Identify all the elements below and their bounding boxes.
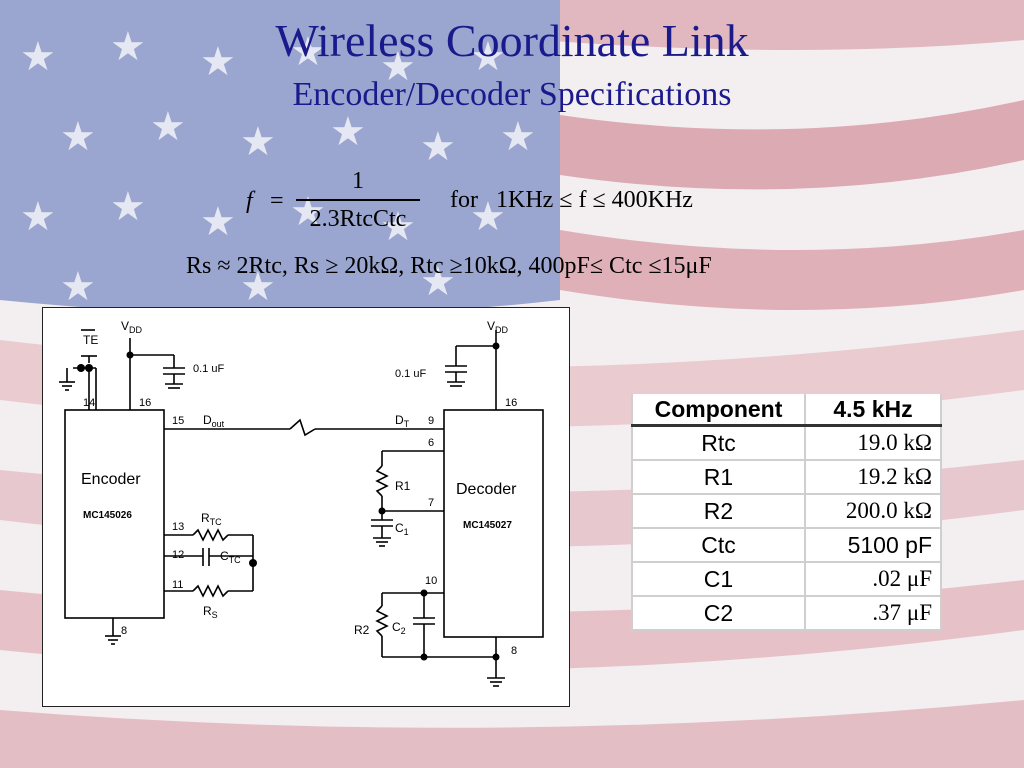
formula-denominator: 2.3RtcCtc — [309, 206, 407, 232]
pin-number: 10 — [425, 575, 437, 587]
circuit-diagram: VDD TE 0.1 uF VDD 0.1 uF Dout DT RTC CTC… — [42, 307, 570, 707]
formula-equals: = — [270, 188, 284, 214]
table-cell: .37 μF — [804, 595, 942, 631]
pin-number: 13 — [172, 521, 184, 533]
vdd-left-label: VDD — [121, 319, 143, 335]
svg-text:★: ★ — [290, 30, 326, 74]
svg-text:★: ★ — [200, 200, 236, 244]
table-cell: 5100 pF — [804, 527, 942, 563]
table-cell: Ctc — [631, 527, 806, 563]
pin-number: 9 — [428, 415, 434, 427]
svg-text:★: ★ — [420, 125, 456, 169]
svg-text:★: ★ — [150, 105, 186, 149]
table-cell: C2 — [631, 595, 806, 631]
encoder-label: Encoder — [81, 471, 141, 488]
r1-label: R1 — [395, 479, 411, 493]
cap-right-label: 0.1 uF — [395, 368, 426, 380]
svg-text:★: ★ — [110, 25, 146, 69]
formula-numerator: 1 — [352, 168, 364, 194]
decoder-part: MC145027 — [463, 520, 512, 531]
pin-number: 15 — [172, 415, 184, 427]
svg-text:★: ★ — [60, 115, 96, 159]
table-row: C1 .02 μF — [631, 561, 942, 597]
table-row: C2 .37 μF — [631, 595, 942, 631]
svg-text:★: ★ — [380, 205, 416, 249]
pin-number: 11 — [172, 579, 183, 591]
formula-condition: for 1KHz ≤ f ≤ 400KHz — [450, 187, 693, 213]
r2-label: R2 — [354, 623, 370, 637]
pin-number: 16 — [139, 397, 151, 409]
decoder-label: Decoder — [456, 481, 517, 498]
table-row: Rtc 19.0 kΩ — [631, 424, 942, 461]
vdd-right-label: VDD — [487, 319, 509, 335]
pin-number: 6 — [428, 437, 434, 449]
spec-table: Component 4.5 kHz Rtc 19.0 kΩ R1 19.2 kΩ… — [631, 394, 942, 631]
svg-text:★: ★ — [240, 120, 276, 164]
formula-constraints: Rs ≈ 2Rtc, Rs ≥ 20kΩ, Rtc ≥10kΩ, 400pF≤ … — [186, 253, 712, 279]
formula-f: f — [246, 188, 253, 214]
table-row: R1 19.2 kΩ — [631, 459, 942, 495]
slide-title: Wireless Coordinate Link — [275, 15, 749, 66]
table-cell: 19.0 kΩ — [804, 424, 942, 461]
svg-text:★: ★ — [20, 35, 56, 79]
dout-label: Dout — [203, 413, 225, 429]
rtc-label: RTC — [201, 511, 222, 527]
table-cell: Rtc — [631, 424, 806, 461]
pin-number: 14 — [83, 397, 95, 409]
slide-subtitle: Encoder/Decoder Specifications — [292, 76, 732, 113]
table-row: Ctc 5100 pF — [631, 527, 942, 563]
pin-number: 8 — [121, 625, 127, 637]
svg-text:★: ★ — [330, 110, 366, 154]
svg-text:★: ★ — [110, 185, 146, 229]
circuit-schematic: VDD TE 0.1 uF VDD 0.1 uF Dout DT RTC CTC… — [59, 319, 544, 687]
svg-text:★: ★ — [20, 195, 56, 239]
svg-text:★: ★ — [470, 195, 506, 239]
table-cell: C1 — [631, 561, 806, 597]
table-cell: R2 — [631, 493, 806, 529]
svg-text:★: ★ — [60, 265, 96, 309]
ctc-label: CTC — [220, 549, 241, 565]
c2-label: C2 — [392, 620, 406, 636]
table-cell: 200.0 kΩ — [804, 493, 942, 529]
fraction-bar — [296, 199, 420, 201]
din-label: DT — [395, 413, 410, 429]
table-cell: 19.2 kΩ — [804, 459, 942, 495]
svg-text:★: ★ — [500, 115, 536, 159]
te-label: TE — [83, 333, 98, 347]
c1-label: C1 — [395, 521, 409, 537]
svg-text:★: ★ — [240, 265, 276, 309]
cap-left-label: 0.1 uF — [193, 363, 224, 375]
table-cell: R1 — [631, 459, 806, 495]
pin-number: 7 — [428, 497, 434, 509]
pin-number: 16 — [505, 397, 517, 409]
table-cell: .02 μF — [804, 561, 942, 597]
svg-text:★: ★ — [200, 40, 236, 84]
header-4-5-khz: 4.5 kHz — [804, 394, 942, 427]
svg-text:★: ★ — [380, 45, 416, 89]
svg-text:★: ★ — [470, 35, 506, 79]
pin-number: 8 — [511, 645, 517, 657]
table-row: R2 200.0 kΩ — [631, 493, 942, 529]
encoder-part: MC145026 — [83, 510, 132, 521]
svg-text:★: ★ — [420, 260, 456, 304]
svg-text:★: ★ — [290, 190, 326, 234]
decoder-block — [443, 409, 544, 638]
pin-number: 12 — [172, 549, 184, 561]
header-component: Component — [631, 394, 806, 427]
table-header-row: Component 4.5 kHz — [631, 394, 942, 427]
rs-label: RS — [203, 604, 218, 620]
encoder-block — [64, 409, 165, 619]
